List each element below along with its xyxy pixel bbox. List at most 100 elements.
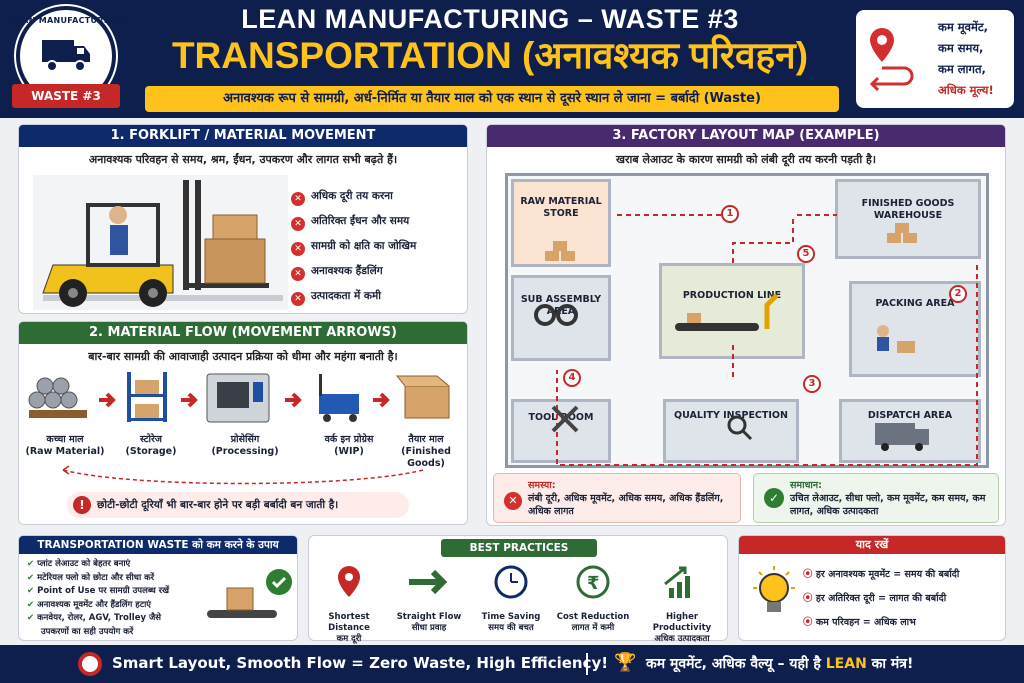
flow-warning: ! छोटी-छोटी दूरियाँ भी बार-बार होने पर ब… xyxy=(67,492,409,518)
route-number: 2 xyxy=(949,285,967,303)
card-line-1: कम मूवमेंट, xyxy=(938,20,989,34)
flow-step: कच्चा माल(Raw Material) xyxy=(25,434,105,457)
check-icon: ✔ xyxy=(27,586,35,596)
header-subtitle: अनावश्यक रूप से सामग्री, अर्ध-निर्मित या… xyxy=(145,86,839,112)
check-icon: ✓ xyxy=(764,488,784,508)
check-icon: ✔ xyxy=(27,613,35,623)
room-finished: FINISHED GOODS WAREHOUSE xyxy=(835,179,981,259)
flow-title: 2. MATERIAL FLOW (MOVEMENT ARROWS) xyxy=(19,322,467,344)
reduce-item: ✔ प्लांट लेआउट को बेहतर बनाएं xyxy=(27,559,131,569)
trophy-icon: 🏆 xyxy=(614,652,637,673)
boxes-icon xyxy=(545,241,575,261)
route-pin-icon xyxy=(869,28,914,92)
conveyor-icon xyxy=(207,569,292,618)
main-title: LEAN MANUFACTURING – WASTE #3 xyxy=(241,4,739,34)
x-icon: ✕ xyxy=(291,192,305,206)
map-panel: 3. FACTORY LAYOUT MAP (EXAMPLE) खराब लेआ… xyxy=(486,124,1006,526)
route-number: 1 xyxy=(721,205,739,223)
remember-item: ⦿ हर अनावश्यक मूवमेंट = समय की बर्बादी xyxy=(803,569,960,580)
solution-box: ✓ समाधान: उचित लेआउट, सीधा फ्लो, कम मूवम… xyxy=(753,473,999,523)
x-icon: ✕ xyxy=(504,492,522,510)
wrench-icon xyxy=(551,405,579,433)
x-icon: ✕ xyxy=(291,267,305,281)
solution-text: उचित लेआउट, सीधा फ्लो, कम मूवमेंट, कम सम… xyxy=(790,493,986,517)
flow-illustration xyxy=(28,372,450,485)
arrow-right-icon xyxy=(409,569,448,595)
x-icon: ✕ xyxy=(291,242,305,256)
remember-item: ⦿ कम परिवहन = अधिक लाभ xyxy=(803,617,916,628)
map-pin-icon xyxy=(338,566,360,597)
cnc-machine-icon xyxy=(206,373,270,423)
check-icon: ✔ xyxy=(27,572,35,583)
conveyor-robot-icon xyxy=(675,293,779,331)
bullet-item: ✕उत्पादकता में कमी xyxy=(291,289,416,306)
gears-icon xyxy=(534,304,578,326)
room-packing: PACKING AREA xyxy=(849,281,981,377)
remember-item: ⦿ हर अतिरिक्त दूरी = लागत की बर्बादी xyxy=(803,593,947,604)
footer-left: Smart Layout, Smooth Flow = Zero Waste, … xyxy=(112,654,609,672)
x-icon: ✕ xyxy=(291,292,305,306)
route-number: 3 xyxy=(803,375,821,393)
forklift-subtitle: अनावश्यक परिवहन से समय, श्रम, ईंधन, उपकर… xyxy=(88,153,398,166)
forklift-title: 1. FORKLIFT / MATERIAL MOVEMENT xyxy=(19,125,467,147)
bullet-item: ✕अधिक दूरी तय करना xyxy=(291,189,416,206)
problem-text: लंबी दूरी, अधिक मूवमेंट, अधिक समय, अधिक … xyxy=(528,493,724,517)
finished-box-icon xyxy=(395,375,450,419)
check-icon: ✔ xyxy=(27,599,35,610)
warehouse-boxes-icon xyxy=(887,223,917,243)
flow-step: वर्क इन प्रोग्रेस(WIP) xyxy=(324,434,374,457)
bullet-item: ✕अनावश्यक हैंडलिंग xyxy=(291,264,416,281)
best-icons: ₹ xyxy=(338,565,690,599)
route-number: 5 xyxy=(797,245,815,263)
main-title-accent: TRANSPORTATION (अनावश्यक परिवहन) xyxy=(171,35,809,76)
rupee-icon: ₹ xyxy=(576,565,610,599)
reduce-list: ✔ प्लांट लेआउट को बेहतर बनाएं ✔ मटेरियल … xyxy=(27,558,169,639)
map-subtitle: खराब लेआउट के कारण सामग्री को लंबी दूरी … xyxy=(615,153,877,166)
alert-icon: ! xyxy=(73,496,91,514)
pipes-icon xyxy=(28,377,87,418)
forklift-panel: 1. FORKLIFT / MATERIAL MOVEMENT अनावश्यक… xyxy=(18,124,468,314)
worker-icon xyxy=(877,325,915,353)
card-line-3: कम लागत, xyxy=(938,62,986,76)
remember-list: ⦿ हर अनावश्यक मूवमेंट = समय की बर्बादी ⦿… xyxy=(803,566,959,628)
dispatch-truck-icon xyxy=(875,423,929,451)
bullet-item: ✕सामग्री को क्षति का जोखिम xyxy=(291,239,416,256)
reduce-item-cont: उपकरणों का सही उपयोग करें xyxy=(41,626,134,637)
reduce-item: ✔ मटेरियल फ्लो को छोटा और सीधा करें xyxy=(27,572,155,583)
waste-badge: LEAN MANUFACTURING WASTE #3 xyxy=(10,6,122,110)
problem-title: समस्या: xyxy=(528,480,556,491)
remember-title: याद रखें xyxy=(739,536,1005,554)
flow-step: प्रोसेसिंग(Processing) xyxy=(211,434,279,457)
x-icon: ✕ xyxy=(291,217,305,231)
route-number: 4 xyxy=(563,369,581,387)
remember-panel: याद रखें ⦿ हर अनावश्यक मूवमेंट = समय की … xyxy=(738,535,1006,641)
room-raw: RAW MATERIAL STORE xyxy=(511,179,611,267)
reduce-item: ✔ अनावश्यक मूवमेंट और हैंडलिंग हटाएं xyxy=(27,599,151,610)
route-paths xyxy=(534,214,978,466)
map-title: 3. FACTORY LAYOUT MAP (EXAMPLE) xyxy=(487,125,1005,147)
forklift-illustration xyxy=(33,175,288,310)
wip-cart-icon xyxy=(319,374,359,422)
target-icon xyxy=(78,652,102,676)
badge-ribbon: WASTE #3 xyxy=(12,84,120,108)
problem-box: ✕ समस्या: लंबी दूरी, अधिक मूवमेंट, अधिक … xyxy=(493,473,741,523)
lightbulb-icon xyxy=(753,566,795,612)
room-production: PRODUCTION LINE xyxy=(659,263,805,359)
check-icon: ✔ xyxy=(27,559,35,569)
solution-title: समाधान: xyxy=(790,480,822,491)
svg-text:₹: ₹ xyxy=(587,573,600,594)
flow-step: तैयार माल(Finished Goods) xyxy=(401,434,451,469)
footer-right: कम मूवमेंट, अधिक वैल्यू – यही है LEAN का… xyxy=(646,656,914,672)
reduce-item: ✔ Point of Use पर सामग्री उपलब्ध रखें xyxy=(27,586,170,596)
clock-icon xyxy=(494,565,528,599)
rack-icon xyxy=(127,372,167,422)
card-line-4: अधिक मूल्य! xyxy=(938,83,994,97)
magnifier-icon xyxy=(727,415,753,441)
footer-divider xyxy=(586,653,588,675)
